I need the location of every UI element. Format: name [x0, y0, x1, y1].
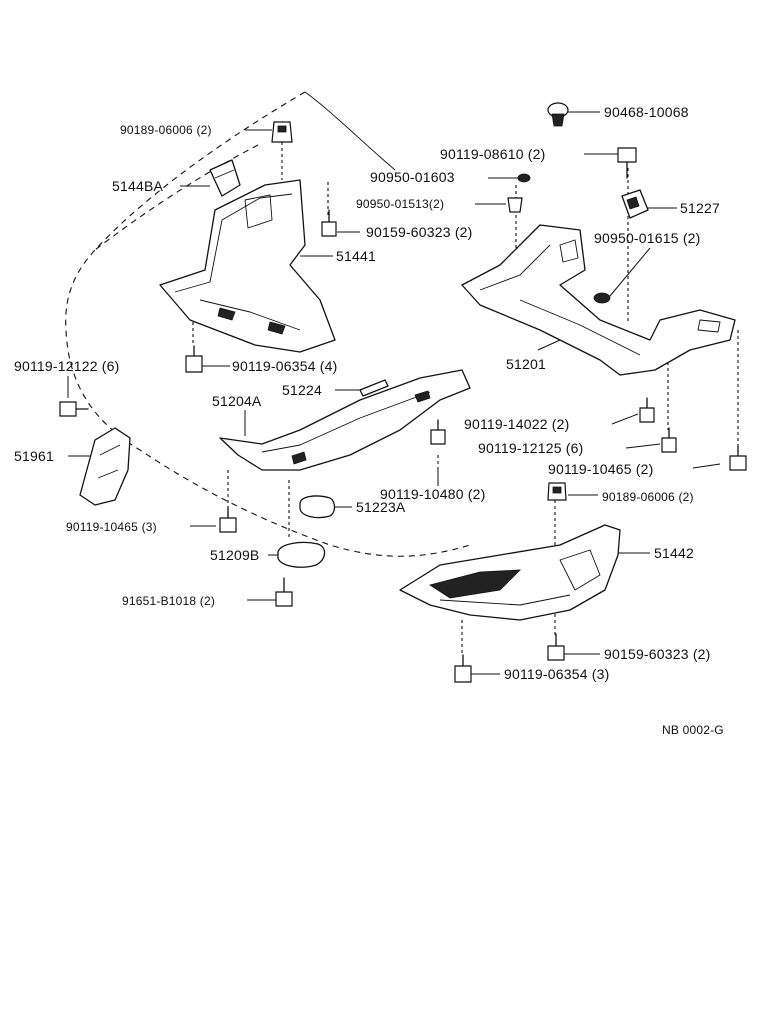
label-90119-12122: 90119-12122 (6)	[14, 358, 120, 374]
reference-code: NB 0002-G	[662, 723, 724, 737]
under-cover-51442	[399, 524, 621, 621]
bolt-90119-06354-4-icon	[185, 345, 203, 373]
label-90950-01603: 90950-01603	[370, 169, 455, 185]
label-90159-60323-top: 90159-60323 (2)	[366, 224, 473, 240]
label-51441: 51441	[336, 248, 376, 264]
label-90119-14022: 90119-14022 (2)	[464, 416, 570, 432]
label-90950-01615: 90950-01615 (2)	[594, 230, 701, 246]
label-90159-60323-bot: 90159-60323 (2)	[604, 646, 711, 662]
bolt-90119-10465-2-icon	[729, 445, 747, 471]
member-51204A	[219, 369, 471, 471]
leader-90950-01615	[609, 247, 651, 297]
label-91651-B1018: 91651-B1018 (2)	[122, 594, 216, 608]
pin-51224	[359, 379, 389, 397]
leader-90119-14022	[611, 413, 639, 425]
label-90119-12125: 90119-12125 (6)	[478, 440, 584, 456]
crossmember-51201	[461, 224, 736, 376]
label-51204A: 51204A	[212, 393, 262, 409]
bolt-90119-06354-3-icon	[454, 654, 472, 683]
fender-line	[94, 144, 259, 251]
hood-line	[304, 91, 396, 171]
label-5144BA: 5144BA	[112, 178, 164, 194]
bracket-51961	[79, 427, 131, 506]
label-90119-06354-4: 90119-06354 (4)	[232, 358, 338, 374]
under-cover-51441	[159, 179, 336, 353]
label-51961: 51961	[14, 448, 54, 464]
label-51224: 51224	[282, 382, 322, 398]
bolt-90159-bot-icon	[547, 633, 565, 661]
stopper-51227	[621, 189, 649, 219]
label-90119-10480: 90119-10480 (2)	[380, 486, 486, 502]
bracket-5144BA	[209, 159, 241, 197]
label-51227: 51227	[680, 200, 720, 216]
label-51201: 51201	[506, 356, 546, 372]
grommet-90950-01615-icon	[593, 292, 611, 304]
label-90119-10465-2: 90119-10465 (2)	[548, 461, 654, 477]
bolt-90159-top-icon	[321, 209, 337, 237]
label-90950-01513: 90950-01513(2)	[356, 197, 445, 211]
leader-90119-12125	[625, 443, 661, 449]
plug-90468-icon	[547, 102, 569, 127]
plug-51223A	[299, 495, 336, 519]
leader-51201	[537, 339, 561, 351]
label-90119-06354-3: 90119-06354 (3)	[504, 666, 610, 682]
label-51223A: 51223A	[356, 499, 406, 515]
label-90468-10068: 90468-10068	[604, 104, 689, 120]
label-90119-08610: 90119-08610 (2)	[440, 146, 546, 162]
label-51442: 51442	[654, 545, 694, 561]
clip-90189-bot-icon	[547, 482, 567, 501]
plate-51209B	[277, 541, 326, 568]
grommet-90950-01603-icon	[517, 173, 531, 183]
clip-90189-top-icon	[271, 121, 293, 143]
bolt-91651-icon	[275, 577, 293, 607]
bolt-90119-12122-icon	[59, 401, 89, 417]
bolt-90119-10480-icon	[430, 419, 446, 445]
label-90119-10465-3: 90119-10465 (3)	[66, 520, 157, 534]
leader-90119-10465-2	[692, 463, 721, 469]
bolt-90119-14022-icon	[639, 397, 655, 423]
bolt-90119-10465-3-icon	[219, 507, 237, 533]
bolt-90119-08610-icon	[617, 147, 637, 179]
grommet-90950-01513-icon	[507, 197, 523, 213]
label-51209B: 51209B	[210, 547, 260, 563]
bolt-90119-12125-icon	[661, 427, 677, 453]
label-90189-06006-bot: 90189-06006 (2)	[602, 490, 694, 504]
label-90189-06006-top: 90189-06006 (2)	[120, 123, 212, 137]
